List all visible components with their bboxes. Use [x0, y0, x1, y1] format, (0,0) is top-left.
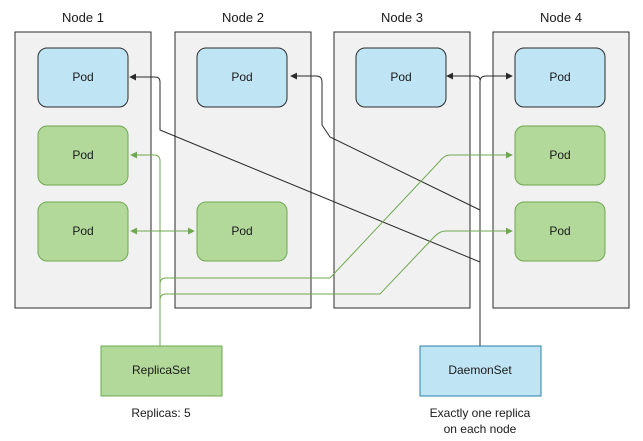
- daemonset-line-node4-pod: [479, 72, 513, 346]
- daemonset-label: DaemonSet: [448, 363, 512, 377]
- replicaset: ReplicaSet Replicas: 5: [100, 345, 223, 420]
- replicaset-label: ReplicaSet: [132, 363, 191, 377]
- node-1-replica-pod-2: [37, 201, 129, 262]
- node-4-daemon-pod-label: Pod: [549, 70, 570, 84]
- node-2-daemon-pod: [196, 47, 288, 108]
- daemonset-caption-line-1: Exactly one replica: [430, 406, 531, 420]
- node-1-replica-pod-2-label: Pod: [72, 224, 93, 238]
- replicaset-box: [100, 345, 223, 397]
- pods: Pod Pod Pod Pod Pod Pod Pod Pod Pod: [37, 47, 606, 262]
- node-2-replica-pod: [196, 201, 288, 262]
- node-4-replica-pod-2-label: Pod: [549, 224, 570, 238]
- node-1-label: Node 1: [62, 10, 104, 25]
- daemonset-line-node1-pod: [129, 73, 481, 263]
- node-2-replica-pod-label: Pod: [231, 224, 252, 238]
- node-1-replica-pod-1-label: Pod: [72, 148, 93, 162]
- daemonset-line-node3-pod: [446, 72, 481, 81]
- daemonset-line-node2-pod: [290, 72, 481, 211]
- node-3-label: Node 3: [381, 10, 423, 25]
- daemonset-caption-line-2: on each node: [444, 422, 517, 436]
- node-1-replica-pod-1: [37, 125, 129, 186]
- node-2-daemon-pod-label: Pod: [231, 70, 252, 84]
- node-4-replica-pod-1-label: Pod: [549, 148, 570, 162]
- replicaset-line-node1-pod2: [130, 151, 161, 346]
- node-4-replica-pod-1: [514, 125, 606, 186]
- node-2-label: Node 2: [222, 10, 264, 25]
- node-1-daemon-pod: [37, 47, 129, 108]
- node-1-daemon-pod-label: Pod: [72, 70, 93, 84]
- replicaset-connections: [130, 151, 513, 346]
- daemonset-box: [419, 345, 542, 397]
- daemonset: DaemonSet Exactly one replica on each no…: [419, 345, 542, 436]
- node-3-daemon-pod-label: Pod: [390, 70, 411, 84]
- node-4-label: Node 4: [540, 10, 582, 25]
- node-3-daemon-pod: [355, 47, 447, 108]
- node-4-daemon-pod: [514, 47, 606, 108]
- replicaset-caption: Replicas: 5: [131, 406, 191, 420]
- node-4-replica-pod-2: [514, 201, 606, 262]
- daemonset-connections: [129, 72, 513, 346]
- replicaset-line-node4-pod3: [159, 227, 513, 301]
- replicaset-line-node4-pod2: [159, 151, 513, 285]
